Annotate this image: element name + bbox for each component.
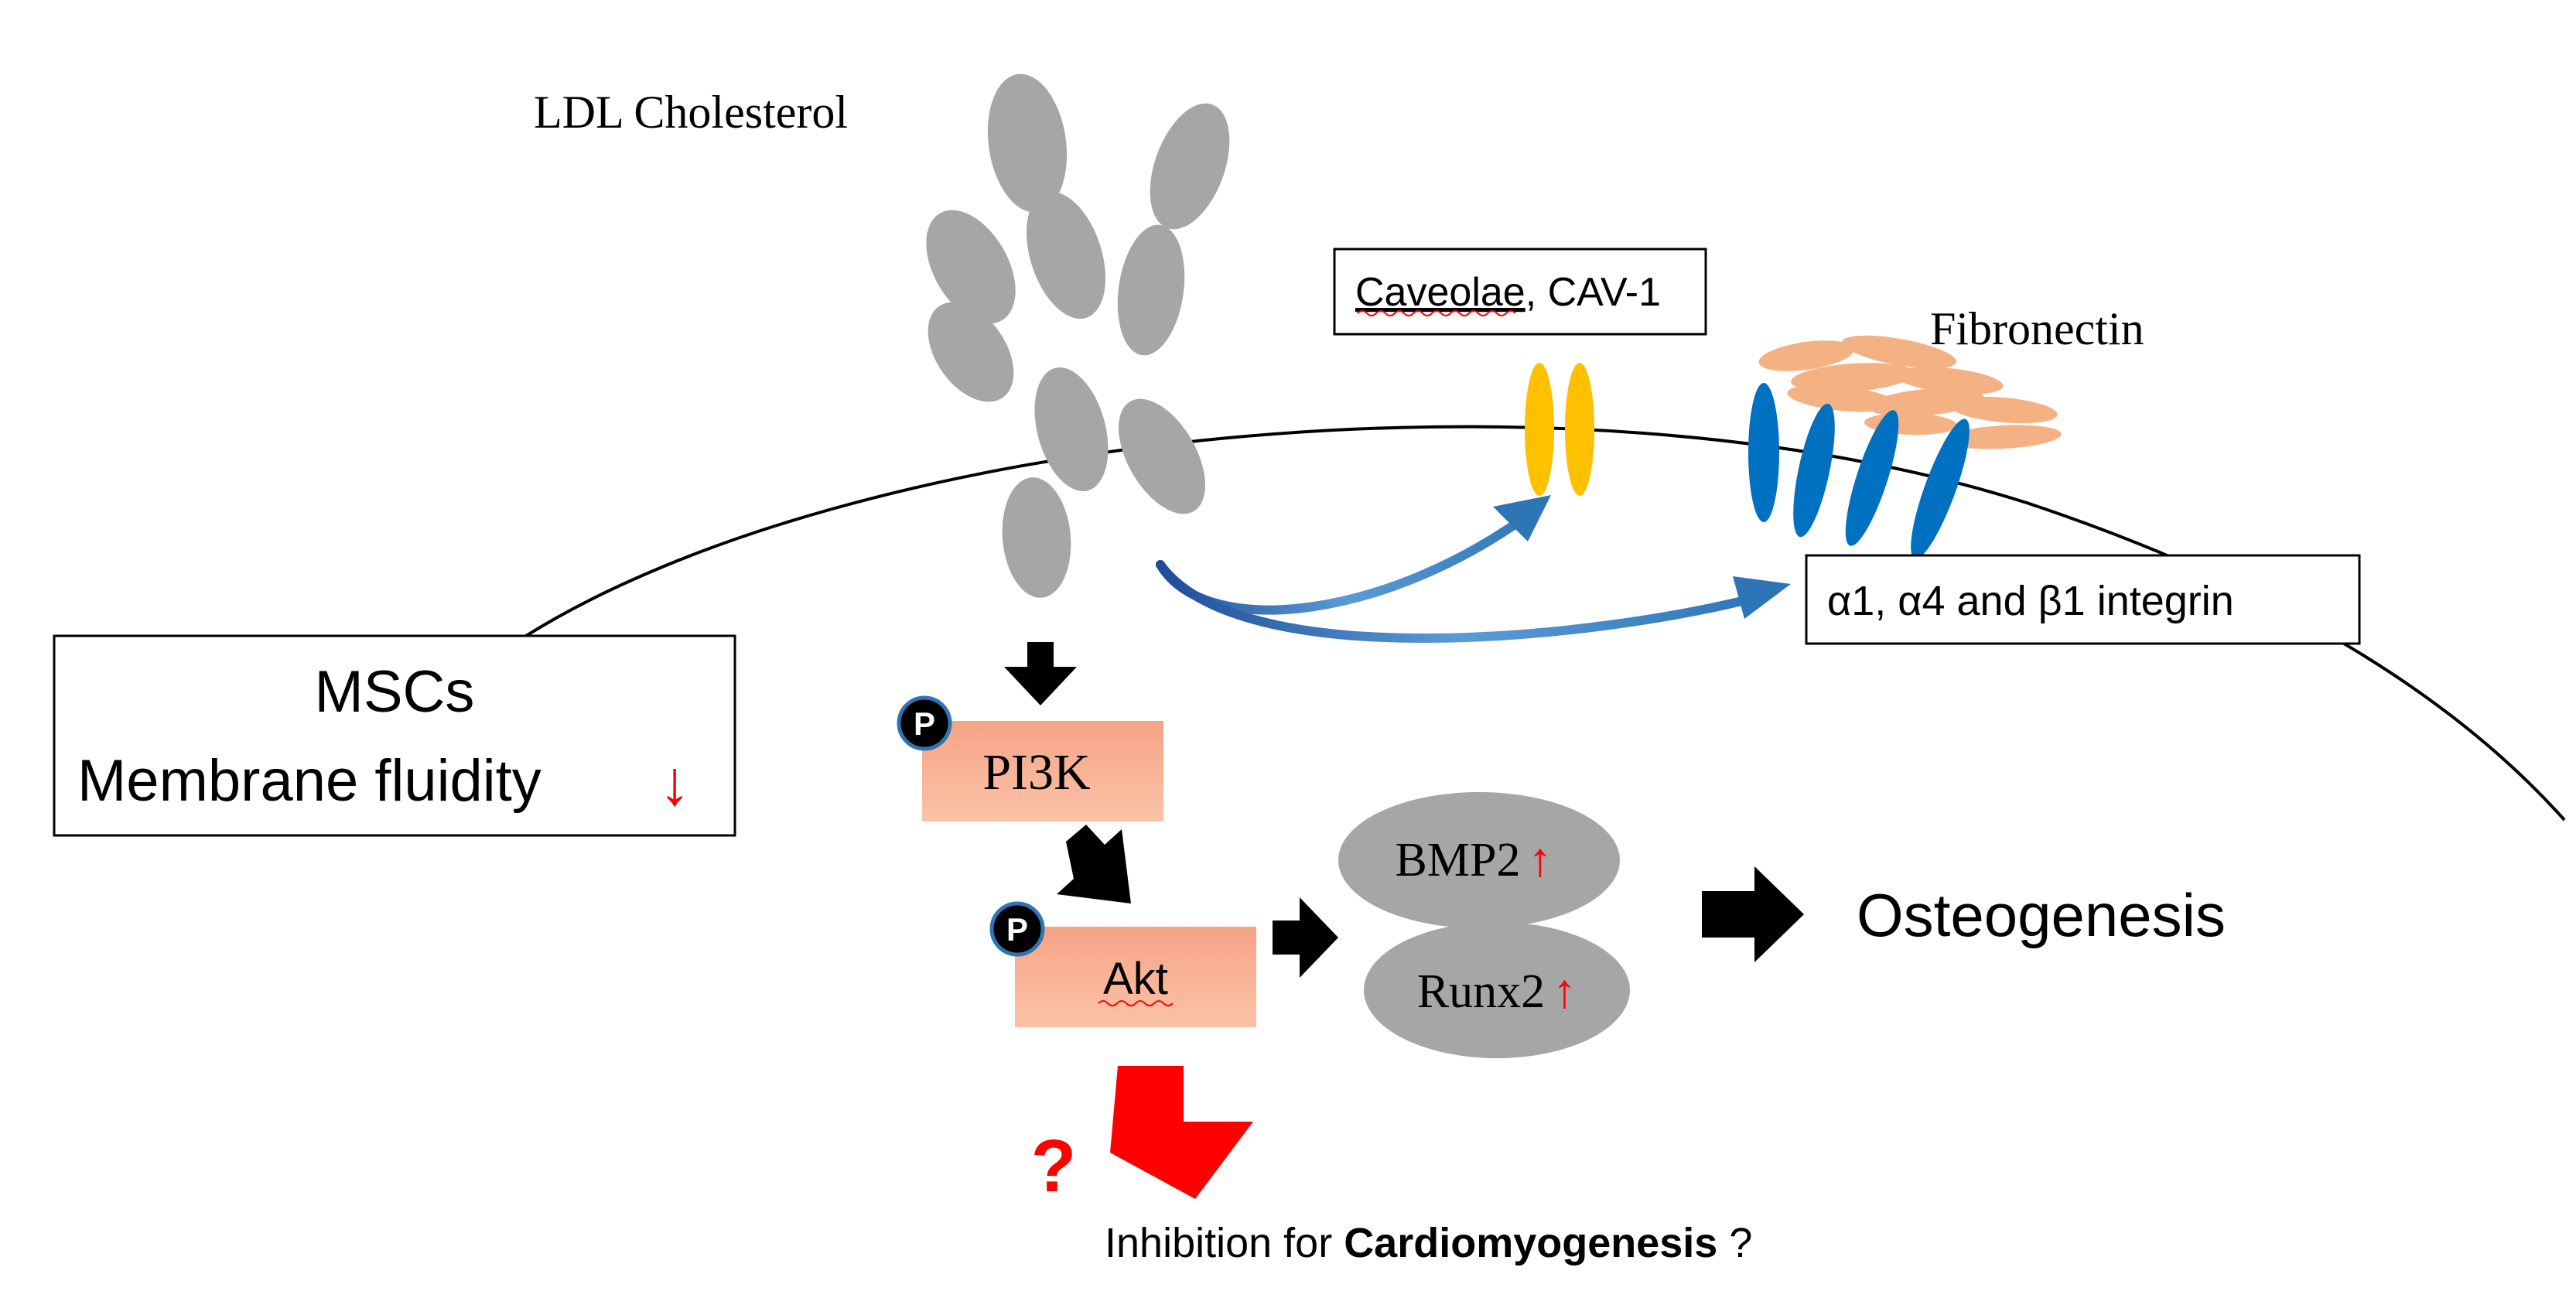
ldl-particle (926, 210, 1016, 324)
akt-phospho-label: P (1006, 911, 1028, 948)
pi3k-phospho-badge (897, 695, 952, 751)
ldl-particle (1150, 103, 1230, 230)
runx2-up-arrow: ↑ (1553, 965, 1577, 1018)
pi3k-box (922, 721, 1163, 821)
integrins (1748, 383, 1970, 559)
ldl-particle (1117, 224, 1185, 356)
bmp2-node (1338, 792, 1620, 928)
integrin-label: α1, α4 and β1 integrin (1827, 578, 2234, 624)
cell-membrane (524, 425, 2566, 821)
arrow-to-integrin (1156, 560, 1768, 643)
akt-box (1015, 927, 1256, 1027)
pi3k-phospho-label: P (914, 705, 935, 742)
arrow-to-cardiomyogenesis (1110, 1066, 1253, 1199)
integrin-box (1805, 554, 2361, 645)
mscs-box (53, 634, 736, 837)
ldl-particle (1002, 477, 1071, 598)
inhibition-prefix: Inhibition for (1105, 1220, 1344, 1266)
arrow-to-caveolae-head (1493, 495, 1551, 541)
runx2-label: Runx2↑ (1417, 965, 1577, 1018)
arrow-pi3k-to-akt (1057, 825, 1131, 903)
caveolae-cav1 (1525, 363, 1594, 496)
arrow-ldl-to-pi3k (1004, 642, 1077, 705)
runx2-text: Runx2 (1417, 965, 1545, 1018)
fluidity-down-arrow: ↓ (659, 748, 691, 818)
question-mark: ? (1031, 1125, 1077, 1207)
spellcheck-squiggle (1357, 310, 1516, 316)
bmp2-up-arrow: ↑ (1528, 833, 1552, 886)
ldl-particle (1026, 191, 1106, 319)
osteogenesis-label: Osteogenesis (1857, 881, 2226, 949)
ldl-particle (1034, 367, 1109, 492)
membrane-fluidity-label: Membrane fluidity (77, 748, 542, 814)
caveolae-word: Caveolae (1355, 270, 1525, 315)
arrow-to-osteogenesis (1702, 866, 1804, 962)
inhibition-suffix: ? (1717, 1220, 1752, 1266)
runx2-node (1364, 922, 1630, 1058)
inhibition-label: Inhibition for Cardiomyogenesis ? (1105, 1220, 1752, 1266)
caveolae-label: Caveolae, CAV-1 (1355, 270, 1661, 315)
caveolae-suffix: , CAV-1 (1525, 270, 1661, 315)
signal-arrows (1156, 495, 1791, 643)
ldl-particle (928, 302, 1014, 402)
arrow-to-integrin-head (1733, 576, 1791, 619)
mscs-label: MSCs (315, 659, 475, 725)
ldl-label: LDL Cholesterol (534, 87, 848, 138)
ldl-particle (987, 73, 1068, 213)
arrow-akt-to-markers (1273, 897, 1338, 978)
arrow-to-caveolae (1156, 502, 1544, 615)
akt-label: Akt (1103, 954, 1168, 1004)
fibronectin-label: Fibronectin (1930, 303, 2144, 354)
caveolae-box (1333, 248, 1707, 336)
pi3k-label: PI3K (982, 744, 1090, 801)
akt-phospho-badge (989, 901, 1045, 957)
cardiomyogenesis-word: Cardiomyogenesis (1344, 1220, 1717, 1266)
bmp2-text: BMP2 (1396, 834, 1521, 886)
akt-squiggle (1098, 1000, 1174, 1006)
ldl-particle (1119, 398, 1205, 514)
ldl-cholesterol-particles (926, 73, 1230, 598)
bmp2-label: BMP2↑ (1396, 833, 1553, 886)
